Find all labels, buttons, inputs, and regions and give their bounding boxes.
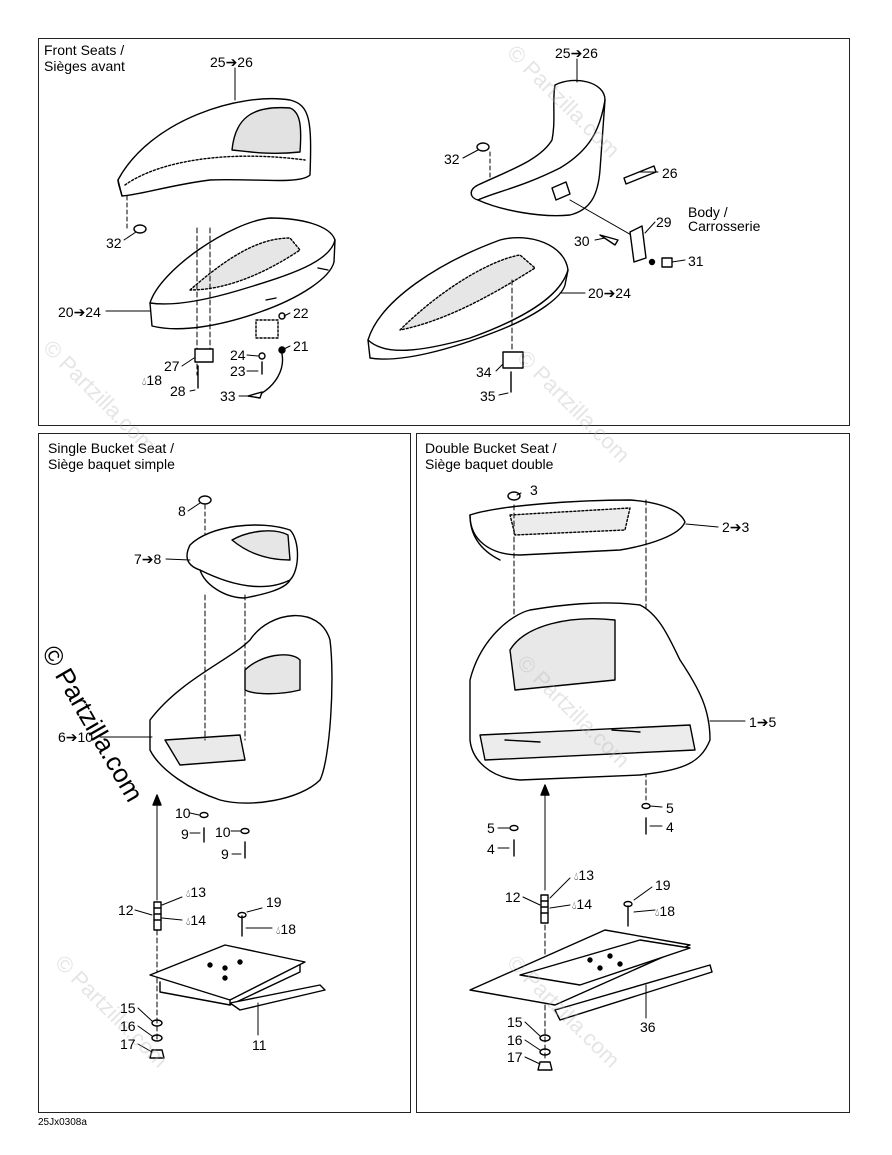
callout-4b: 4: [487, 841, 495, 857]
title-line-2: Siège baquet double: [425, 456, 554, 472]
sealant-drop-icon: 💧︎: [186, 888, 191, 900]
callout-13: 💧︎13: [574, 867, 594, 883]
callout-9b: 9: [221, 846, 229, 862]
callout-25-26-left: 25➔26: [210, 54, 253, 70]
callout-20-24-left: 20➔24: [58, 304, 101, 320]
callout-19: 19: [266, 894, 282, 910]
sealant-drop-icon: 💧︎: [655, 907, 660, 919]
title-line-1: Double Bucket Seat /: [425, 440, 557, 456]
callout-12: 12: [505, 889, 521, 905]
callout-2-3: 2➔3: [722, 519, 750, 535]
single-bucket-cushion: [186, 495, 299, 599]
callout-5b: 5: [487, 820, 495, 836]
double-bucket-base: [469, 929, 713, 1071]
title-line-2: Siège baquet simple: [48, 456, 175, 472]
callout-17: 17: [120, 1036, 136, 1052]
callout-22: 22: [293, 305, 309, 321]
front-cushion-right: [367, 236, 569, 393]
callout-17: 17: [507, 1049, 523, 1065]
callout-carrosserie: Carrosserie: [688, 218, 761, 234]
callout-25-26-right: 25➔26: [555, 45, 598, 61]
single-bucket-title: Single Bucket Seat / Siège baquet simple: [48, 440, 175, 472]
single-bucket-shell: [149, 594, 333, 804]
callout-33: 33: [220, 388, 236, 404]
callout-body: Body /: [688, 204, 728, 220]
callout-32-left: 32: [106, 235, 122, 251]
callout-20-24-right: 20➔24: [588, 285, 631, 301]
callout-29: 29: [656, 214, 672, 230]
sealant-drop-icon: 💧︎: [574, 871, 579, 883]
callout-31: 31: [688, 253, 704, 269]
callout-18: 💧︎18: [142, 372, 162, 388]
title-line-1: Front Seats /: [44, 42, 125, 58]
callout-8: 8: [178, 503, 186, 519]
callout-27: 27: [164, 358, 180, 374]
callout-23: 23: [230, 363, 246, 379]
callout-12: 12: [118, 902, 134, 918]
callout-16: 16: [120, 1018, 136, 1034]
callout-5a: 5: [666, 800, 674, 816]
callout-19: 19: [655, 877, 671, 893]
sealant-drop-icon: 💧︎: [572, 900, 577, 912]
callout-13: 💧︎13: [186, 884, 206, 900]
callout-15: 15: [120, 1000, 136, 1016]
drawing-code: 25Jx0308a: [38, 1117, 87, 1128]
callout-3: 3: [530, 482, 538, 498]
callout-14: 💧︎14: [572, 896, 592, 912]
title-line-2: Sièges avant: [44, 58, 125, 74]
sealant-drop-icon: 💧︎: [142, 376, 147, 388]
front-backrest-left: [117, 98, 312, 197]
callout-9a: 9: [181, 826, 189, 842]
front-left-hardware: [126, 195, 329, 399]
sealant-drop-icon: 💧︎: [186, 916, 191, 928]
callout-18: 💧︎18: [655, 903, 675, 919]
callout-16: 16: [507, 1032, 523, 1048]
callout-6-10: 6➔10: [58, 729, 94, 745]
callout-14: 💧︎14: [186, 912, 206, 928]
title-line-1: Single Bucket Seat /: [48, 440, 175, 456]
single-bucket-base: [149, 944, 326, 1059]
callout-15: 15: [507, 1014, 523, 1030]
callout-11: 11: [252, 1037, 267, 1053]
callout-4a: 4: [666, 819, 674, 835]
callout-24: 24: [230, 347, 246, 363]
double-bucket-shell: [469, 602, 711, 781]
double-bucket-title: Double Bucket Seat / Siège baquet double: [425, 440, 557, 472]
leader-lines: [99, 58, 746, 1065]
callout-32-top: 32: [444, 151, 460, 167]
callout-21: 21: [293, 338, 309, 354]
double-bucket-seat-panel: [416, 433, 850, 1113]
front-cushion-left: [149, 217, 336, 330]
callout-26: 26: [662, 165, 678, 181]
callout-35: 35: [480, 388, 496, 404]
callout-10b: 10: [215, 824, 231, 840]
single-bucket-hardware: [152, 794, 250, 1041]
callout-18: 💧︎18: [276, 921, 296, 937]
front-seats-panel: [38, 38, 850, 426]
callout-34: 34: [476, 364, 492, 380]
callout-30: 30: [574, 233, 590, 249]
front-seats-title: Front Seats / Sièges avant: [44, 42, 125, 74]
callout-36: 36: [640, 1019, 656, 1035]
callout-1-5: 1➔5: [749, 714, 777, 730]
callout-7-8: 7➔8: [134, 551, 162, 567]
callout-28: 28: [170, 383, 186, 399]
double-bucket-hardware: [509, 784, 651, 1061]
callout-10a: 10: [175, 805, 191, 821]
single-bucket-seat-panel: [38, 433, 411, 1113]
sealant-drop-icon: 💧︎: [276, 925, 281, 937]
